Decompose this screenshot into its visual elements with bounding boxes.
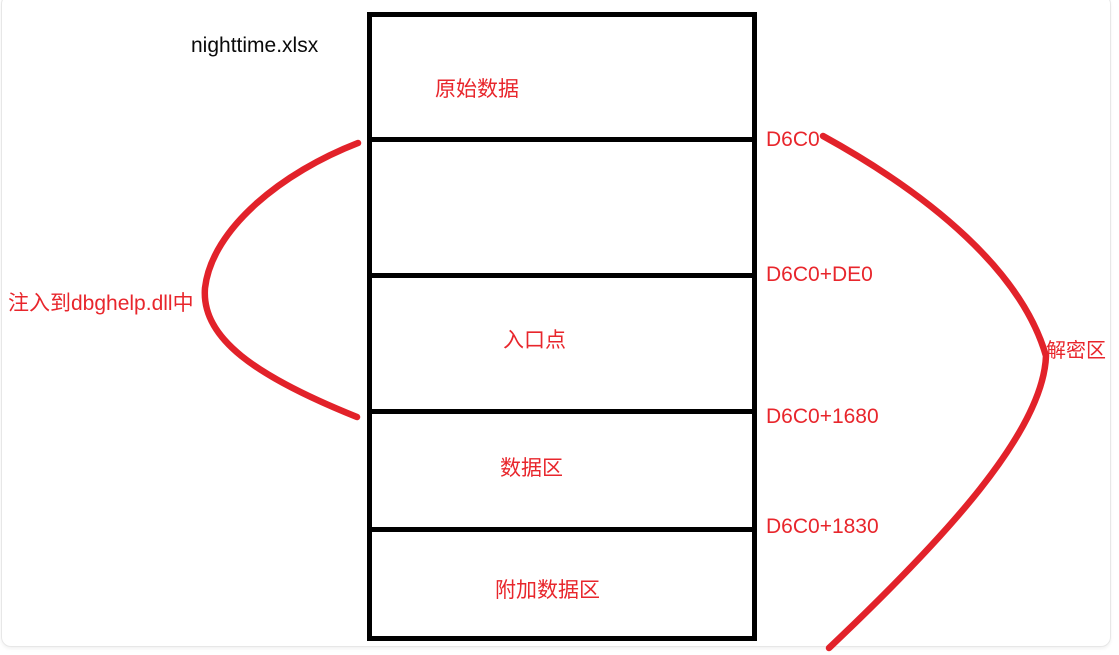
left-brace-curve: [201, 139, 362, 421]
section-label-original-data: 原始数据: [435, 78, 519, 101]
section-divider: [372, 273, 752, 278]
section-divider: [372, 137, 752, 142]
offset-label-d6c0-1830: D6C0+1830: [766, 515, 879, 538]
offset-label-d6c0: D6C0: [766, 128, 820, 151]
memory-layout-box: [367, 12, 757, 641]
right-brace-curve: [819, 132, 1050, 652]
offset-label-d6c0-1680: D6C0+1680: [766, 405, 879, 428]
annotation-inject-dbghelp: 注入到dbghelp.dll中: [8, 292, 194, 315]
section-divider: [372, 409, 752, 414]
offset-label-d6c0-de0: D6C0+DE0: [766, 263, 873, 286]
section-label-data-area: 数据区: [500, 457, 563, 480]
file-title: nighttime.xlsx: [191, 34, 319, 57]
section-label-entry-point: 入口点: [503, 329, 566, 352]
annotation-decrypt-area: 解密区: [1046, 340, 1106, 362]
section-label-extra-data-area: 附加数据区: [495, 579, 600, 602]
section-divider: [372, 527, 752, 532]
